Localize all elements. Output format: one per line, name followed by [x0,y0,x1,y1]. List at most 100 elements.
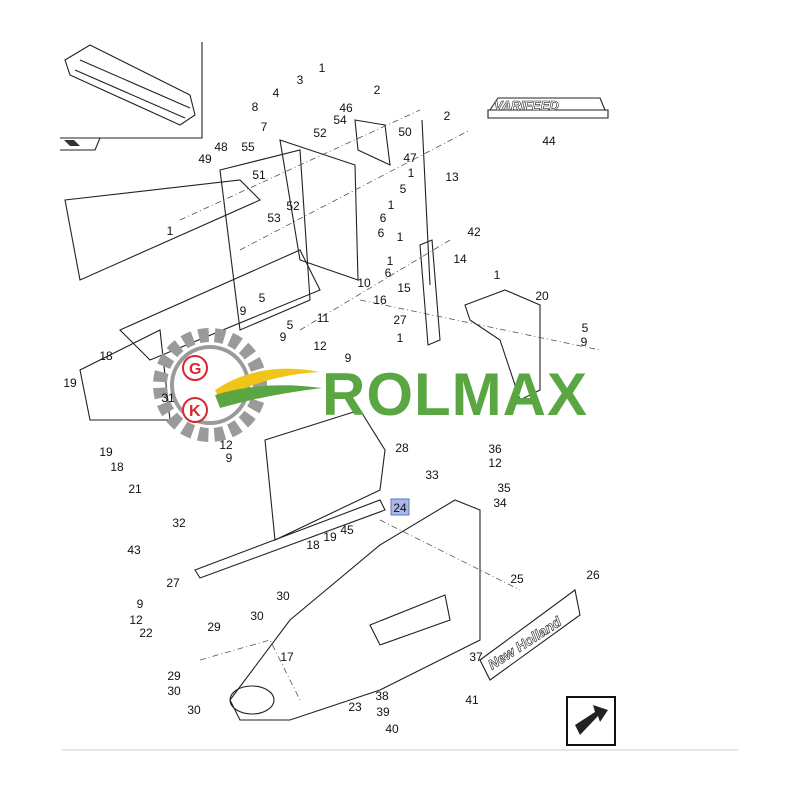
callout-48[interactable]: 48 [214,140,228,154]
callout-15[interactable]: 15 [397,281,411,295]
callout-12[interactable]: 12 [219,438,233,452]
callout-47[interactable]: 47 [403,151,417,165]
callout-8[interactable]: 8 [252,100,259,114]
callout-1[interactable]: 1 [387,254,394,268]
callout-13[interactable]: 13 [445,170,459,184]
callout-26[interactable]: 26 [586,568,600,582]
callout-1[interactable]: 1 [319,61,326,75]
callout-24[interactable]: 24 [393,501,407,515]
callout-30[interactable]: 30 [187,703,201,717]
callout-5[interactable]: 5 [400,182,407,196]
callout-29[interactable]: 29 [167,669,181,683]
callout-52[interactable]: 52 [313,126,327,140]
callout-1[interactable]: 1 [397,230,404,244]
callout-30[interactable]: 30 [167,684,181,698]
callout-46[interactable]: 46 [339,101,353,115]
callout-41[interactable]: 41 [465,693,479,707]
callout-32[interactable]: 32 [172,516,186,530]
callout-49[interactable]: 49 [198,152,212,166]
callout-12[interactable]: 12 [313,339,327,353]
callout-9[interactable]: 9 [137,597,144,611]
callout-22[interactable]: 22 [139,626,153,640]
callout-29[interactable]: 29 [207,620,221,634]
crop-divider-24 [229,499,481,721]
callout-1[interactable]: 1 [408,166,415,180]
watermark-letter-g: G [189,361,201,378]
callout-18[interactable]: 18 [110,460,124,474]
new-holland-decal: New Holland [479,589,581,681]
callout-27[interactable]: 27 [166,576,180,590]
watermark-letter-k: K [189,403,201,420]
callout-5[interactable]: 5 [259,291,266,305]
callout-21[interactable]: 21 [128,482,142,496]
overview-inset[interactable] [60,42,203,139]
callout-1[interactable]: 1 [397,331,404,345]
callout-9[interactable]: 9 [581,335,588,349]
callout-9[interactable]: 9 [280,330,287,344]
callout-54[interactable]: 54 [333,113,347,127]
callout-18[interactable]: 18 [306,538,320,552]
callout-2[interactable]: 2 [444,109,451,123]
previous-view-icon[interactable] [60,137,101,151]
callout-12[interactable]: 12 [488,456,502,470]
callout-45[interactable]: 45 [340,523,354,537]
callout-16[interactable]: 16 [373,293,387,307]
callout-34[interactable]: 34 [493,496,507,510]
callout-31[interactable]: 31 [161,391,175,405]
callout-36[interactable]: 36 [488,442,502,456]
rolmax-watermark: G K ROLMAX [153,328,588,442]
highlight-box [390,498,410,516]
callout-14[interactable]: 14 [453,252,467,266]
callout-38[interactable]: 38 [375,689,389,703]
callout-30[interactable]: 30 [250,609,264,623]
callout-1[interactable]: 1 [494,268,501,282]
callout-53[interactable]: 53 [267,211,281,225]
callout-19[interactable]: 19 [323,530,337,544]
callout-7[interactable]: 7 [261,120,268,134]
callout-3[interactable]: 3 [297,73,304,87]
next-page-icon[interactable] [566,696,616,746]
callout-39[interactable]: 39 [376,705,390,719]
callout-20[interactable]: 20 [535,289,549,303]
callout-30[interactable]: 30 [276,589,290,603]
callout-19[interactable]: 19 [63,376,77,390]
callout-42[interactable]: 42 [467,225,481,239]
watermark-text: ROLMAX [322,361,588,428]
callout-23[interactable]: 23 [348,700,362,714]
callout-9[interactable]: 9 [345,351,352,365]
callout-50[interactable]: 50 [398,125,412,139]
callout-55[interactable]: 55 [241,140,255,154]
callout-28[interactable]: 28 [395,441,409,455]
callout-2[interactable]: 2 [374,83,381,97]
callout-37[interactable]: 37 [469,650,483,664]
callout-4[interactable]: 4 [273,86,280,100]
callout-43[interactable]: 43 [127,543,141,557]
callout-17[interactable]: 17 [280,650,294,664]
callout-5[interactable]: 5 [582,321,589,335]
callout-6[interactable]: 6 [385,266,392,280]
decal-varifeed: VARIFEED [494,98,559,113]
callout-44[interactable]: 44 [542,134,556,148]
callout-52[interactable]: 52 [286,199,300,213]
callout-18[interactable]: 18 [99,349,113,363]
callout-40[interactable]: 40 [385,722,399,736]
callout-10[interactable]: 10 [357,276,371,290]
callout-11[interactable]: 11 [317,311,330,325]
callout-9[interactable]: 9 [240,304,247,318]
callout-33[interactable]: 33 [425,468,439,482]
callout-27[interactable]: 27 [393,313,407,327]
callout-1[interactable]: 1 [388,198,395,212]
callout-12[interactable]: 12 [129,613,143,627]
callout-6[interactable]: 6 [378,226,385,240]
shield-panel [279,119,391,281]
callout-6[interactable]: 6 [380,211,387,225]
callout-19[interactable]: 19 [99,445,113,459]
callout-35[interactable]: 35 [497,481,511,495]
callout-5[interactable]: 5 [287,318,294,332]
callout-1[interactable]: 1 [167,224,174,238]
callout-9[interactable]: 9 [226,451,233,465]
callout-25[interactable]: 25 [510,572,524,586]
callout-51[interactable]: 51 [252,168,266,182]
